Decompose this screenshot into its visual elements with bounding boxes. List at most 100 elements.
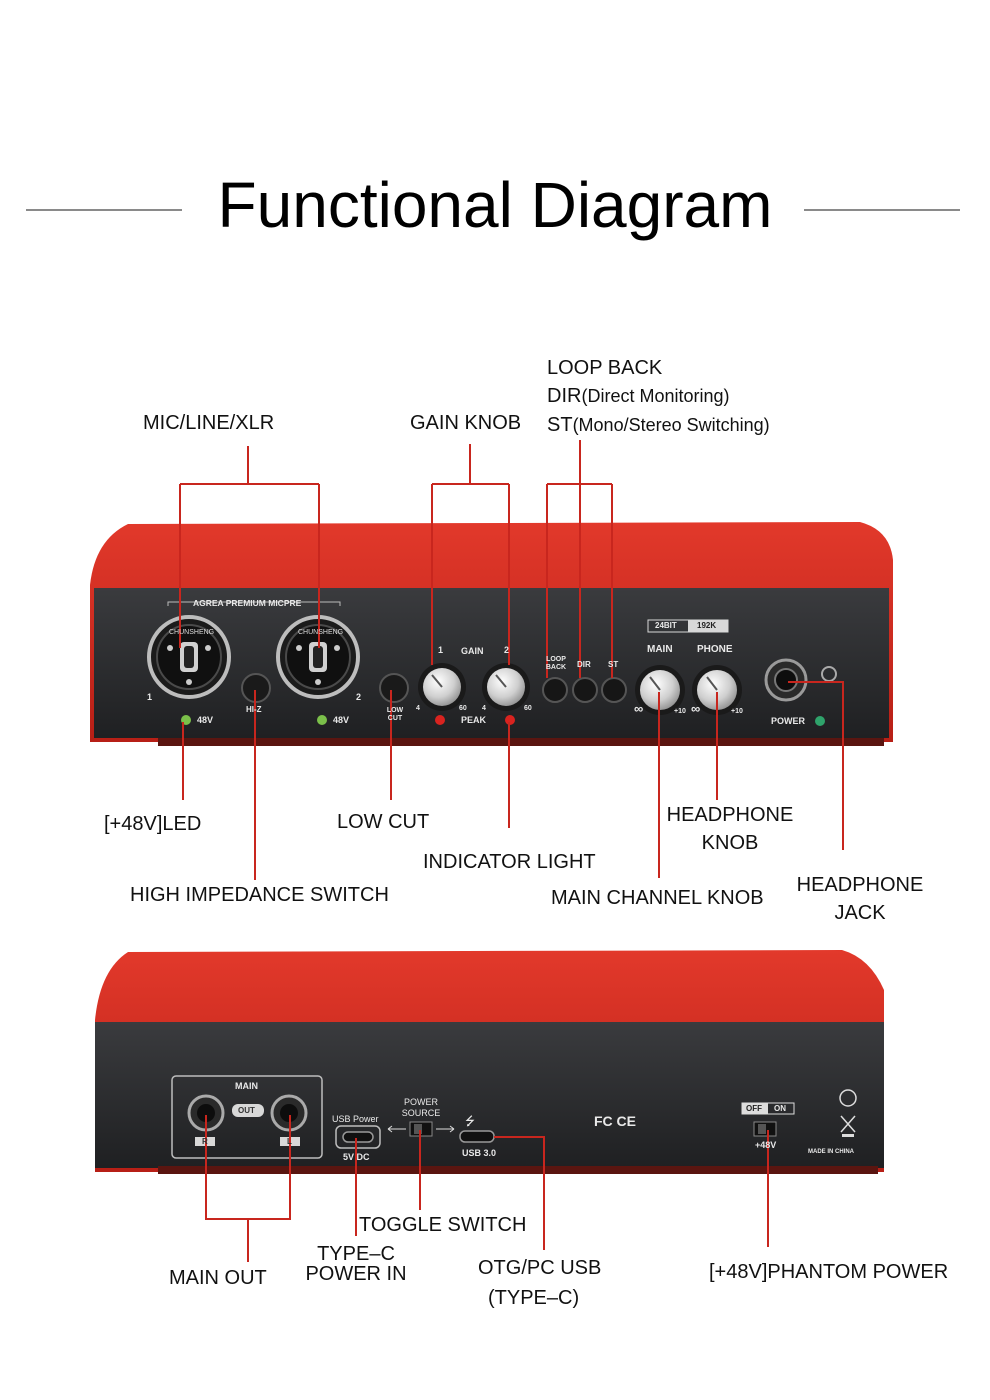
jack-brand-1: CHUNSHENG — [169, 629, 215, 636]
callout-dir-name: DIR — [547, 385, 582, 407]
gain-label: GAIN — [461, 646, 484, 656]
dc-label: 5V DC — [343, 1152, 370, 1162]
led-48v-label-1: 48V — [197, 715, 214, 725]
usb3-port — [459, 1130, 495, 1143]
phone-inf: ∞ — [691, 701, 701, 716]
callout-headphone-jack: HEADPHONE JACK — [790, 873, 930, 925]
rear-panel — [95, 1022, 884, 1168]
loopback-button — [542, 677, 568, 703]
callout-gain-knob: GAIN KNOB — [410, 412, 522, 434]
gain-label-1: 1 — [438, 645, 444, 655]
brand-strip: AGREA PREMIUM MICPRE — [193, 598, 302, 608]
hiz-label: HI-Z — [246, 705, 262, 714]
out-badge — [232, 1104, 264, 1117]
jack-brand-2: CHUNSHENG — [298, 629, 344, 636]
brand-bracket — [167, 601, 341, 606]
page-title: Functional Diagram — [217, 169, 773, 241]
callout-otg-line1: OTG/PC USB — [478, 1257, 602, 1279]
phone-plus10: +10 — [731, 708, 743, 715]
callout-main-out: MAIN OUT — [169, 1267, 267, 1289]
callout-dir-desc: (Direct Monitoring) — [581, 386, 730, 406]
callout-st-desc: (Mono/Stereo Switching) — [572, 415, 770, 435]
weee-icon — [840, 1115, 856, 1133]
usb-power-label: USB Power — [332, 1114, 379, 1124]
callout-dir: DIR(Direct Monitoring) — [547, 384, 730, 408]
arrow-right — [436, 1125, 455, 1133]
dir-label: DIR — [577, 660, 591, 669]
st-button — [601, 677, 627, 703]
callout-main-channel-knob: MAIN CHANNEL KNOB — [551, 887, 764, 909]
rate-badge: 192K — [697, 621, 717, 630]
channel-label-2: 2 — [356, 692, 362, 702]
power-led — [815, 716, 825, 726]
bit-badge: 24BIT — [655, 621, 677, 630]
led-48v-2 — [317, 715, 327, 725]
made-in-label: MADE IN CHINA — [808, 1149, 854, 1155]
combo-jack-1 — [147, 615, 231, 699]
front-unit — [90, 522, 893, 746]
rear-left-label: L — [287, 1137, 292, 1146]
callout-mic-line-xlr: MIC/LINE/XLR — [143, 412, 275, 434]
main-label: MAIN — [647, 644, 673, 655]
phantom-on-label: ON — [774, 1104, 786, 1113]
callout-type-c-line2: POWER IN — [305, 1263, 407, 1285]
rear-unit — [95, 950, 884, 1174]
callout-phantom-power: [+48V]PHANTOM POWER — [709, 1261, 949, 1283]
title-rule-right — [804, 209, 960, 211]
usb3-label: USB 3.0 — [462, 1148, 497, 1158]
main-plus10: +10 — [674, 708, 686, 715]
callout-high-impedance: HIGH IMPEDANCE SWITCH — [130, 884, 389, 906]
callout-type-c-line1: TYPE–C — [317, 1243, 395, 1265]
phone-label: PHONE — [697, 644, 733, 655]
rear-right-label: R — [202, 1137, 208, 1146]
channel-label-1: 1 — [147, 692, 153, 702]
leader-lines — [179, 440, 844, 1262]
phantom-label: +48V — [755, 1140, 777, 1150]
usb3-symbol: ⭍ — [465, 1114, 475, 1128]
loopback-label: LOOP BACK — [545, 656, 567, 671]
gain-min-2: 4 — [482, 705, 486, 712]
gain-max-2: 60 — [524, 705, 532, 712]
rate-badge-fill — [688, 620, 728, 632]
ground-icon — [839, 1089, 857, 1107]
callout-loop-back: LOOP BACK — [547, 357, 663, 379]
cert-marks: FC CE — [594, 1113, 636, 1129]
main-inf: ∞ — [634, 701, 644, 716]
power-source-label: POWER SOURCE — [401, 1097, 441, 1118]
peak-led-2 — [505, 715, 515, 725]
power-label: POWER — [771, 716, 806, 726]
front-shadow — [158, 738, 884, 746]
callout-type-c: TYPE–C POWER IN — [296, 1242, 416, 1286]
gain-max-1: 60 — [459, 705, 467, 712]
st-label: ST — [608, 660, 619, 669]
callout-otg-line2: (TYPE–C) — [488, 1287, 580, 1309]
callout-otg: OTG/PC USB (TYPE–C) — [478, 1256, 602, 1310]
callout-low-cut: LOW CUT — [337, 811, 430, 833]
callout-headphone-knob-line1: HEADPHONE — [666, 804, 794, 826]
phantom-off-label: OFF — [746, 1104, 762, 1113]
callout-toggle-switch: TOGGLE SWITCH — [359, 1214, 527, 1236]
arrow-left — [387, 1125, 406, 1133]
callout-headphone-knob: HEADPHONE KNOB — [660, 803, 800, 855]
callout-st-name: ST — [547, 414, 573, 436]
rear-shadow — [158, 1166, 878, 1174]
gain-min-1: 4 — [416, 705, 420, 712]
callout-48v-led: [+48V]LED — [104, 813, 202, 835]
lowcut-label: LOW CUT — [386, 707, 404, 722]
usb-power-frame — [335, 1125, 381, 1149]
callout-indicator-light: INDICATOR LIGHT — [423, 851, 596, 873]
dir-button — [572, 677, 598, 703]
callout-st: ST(Mono/Stereo Switching) — [547, 413, 770, 437]
rear-main-label: MAIN — [235, 1081, 258, 1091]
rear-out-label: OUT — [238, 1106, 255, 1115]
main-out-box — [171, 1075, 323, 1159]
usb-power-port — [342, 1131, 374, 1143]
peak-led-1 — [435, 715, 445, 725]
gain-label-2: 2 — [504, 645, 510, 655]
peak-label: PEAK — [461, 715, 487, 725]
callout-headphone-knob-line2: KNOB — [701, 832, 759, 854]
phantom-badge-off — [742, 1103, 768, 1114]
lowcut-button — [379, 673, 409, 703]
title-rule-left — [26, 209, 182, 211]
